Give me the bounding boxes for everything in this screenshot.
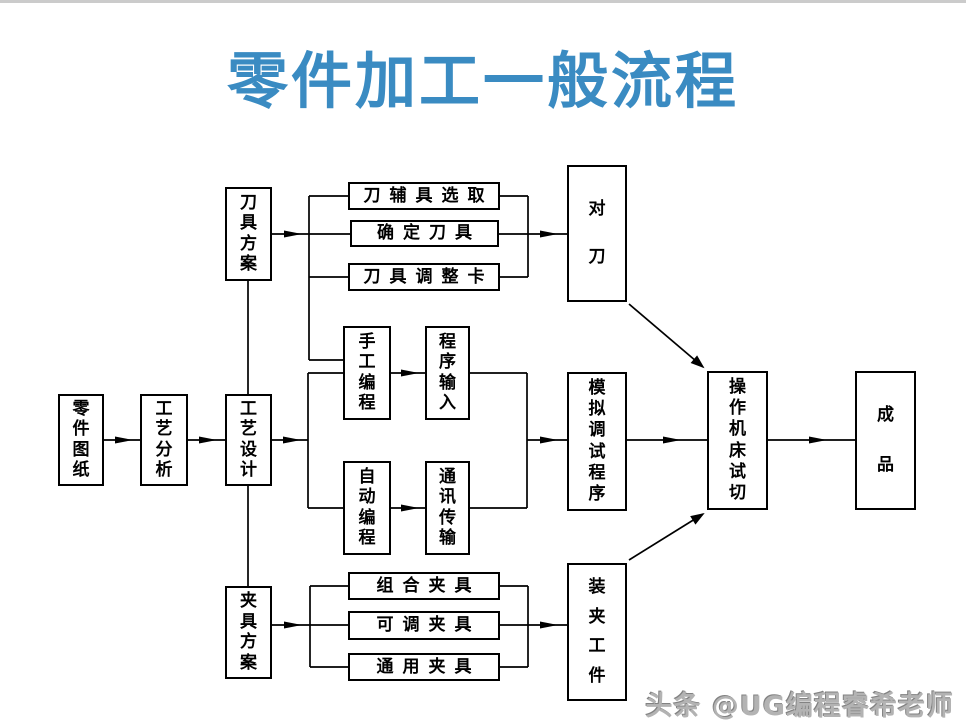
flow-box-adjustable-fixture: 可调夹具 (348, 611, 500, 640)
flow-box-process-design: 工艺设计 (225, 394, 272, 486)
flow-box-tool-adjust-card: 刀具调整卡 (348, 263, 500, 291)
flow-box-comm-transfer: 通讯传输 (425, 461, 470, 555)
watermark: 头条 @UG编程睿希老师 (645, 691, 954, 722)
flow-box-universal-fixture: 通用夹具 (348, 653, 500, 681)
flow-box-process-analysis: 工艺分析 (140, 394, 188, 486)
flow-box-combined-fixture: 组合夹具 (348, 572, 500, 600)
flow-box-program-input: 程序输入 (425, 326, 470, 420)
flow-box-clamp-workpiece: 装夹工件 (567, 563, 627, 701)
flow-box-simulate-debug: 模拟调试程序 (567, 372, 627, 511)
flow-box-tool-accessory-pick: 刀辅具选取 (348, 182, 500, 210)
flow-box-finished-product: 成品 (855, 371, 916, 510)
flow-box-confirm-tool: 确定刀具 (350, 220, 499, 247)
flow-connector-lines (104, 195, 855, 668)
flow-box-auto-programming: 自动编程 (343, 461, 391, 555)
flow-box-part-drawing: 零件图纸 (58, 394, 104, 486)
flow-box-machine-trial-cut: 操作机床试切 (707, 371, 768, 510)
flow-box-fixture-plan: 夹具方案 (225, 586, 272, 679)
page-title: 零件加工一般流程 (226, 46, 739, 117)
flow-box-tool-plan: 刀具方案 (225, 187, 272, 281)
flow-box-manual-programming: 手工编程 (343, 326, 391, 420)
flow-box-tool-setting: 对刀 (567, 165, 627, 302)
